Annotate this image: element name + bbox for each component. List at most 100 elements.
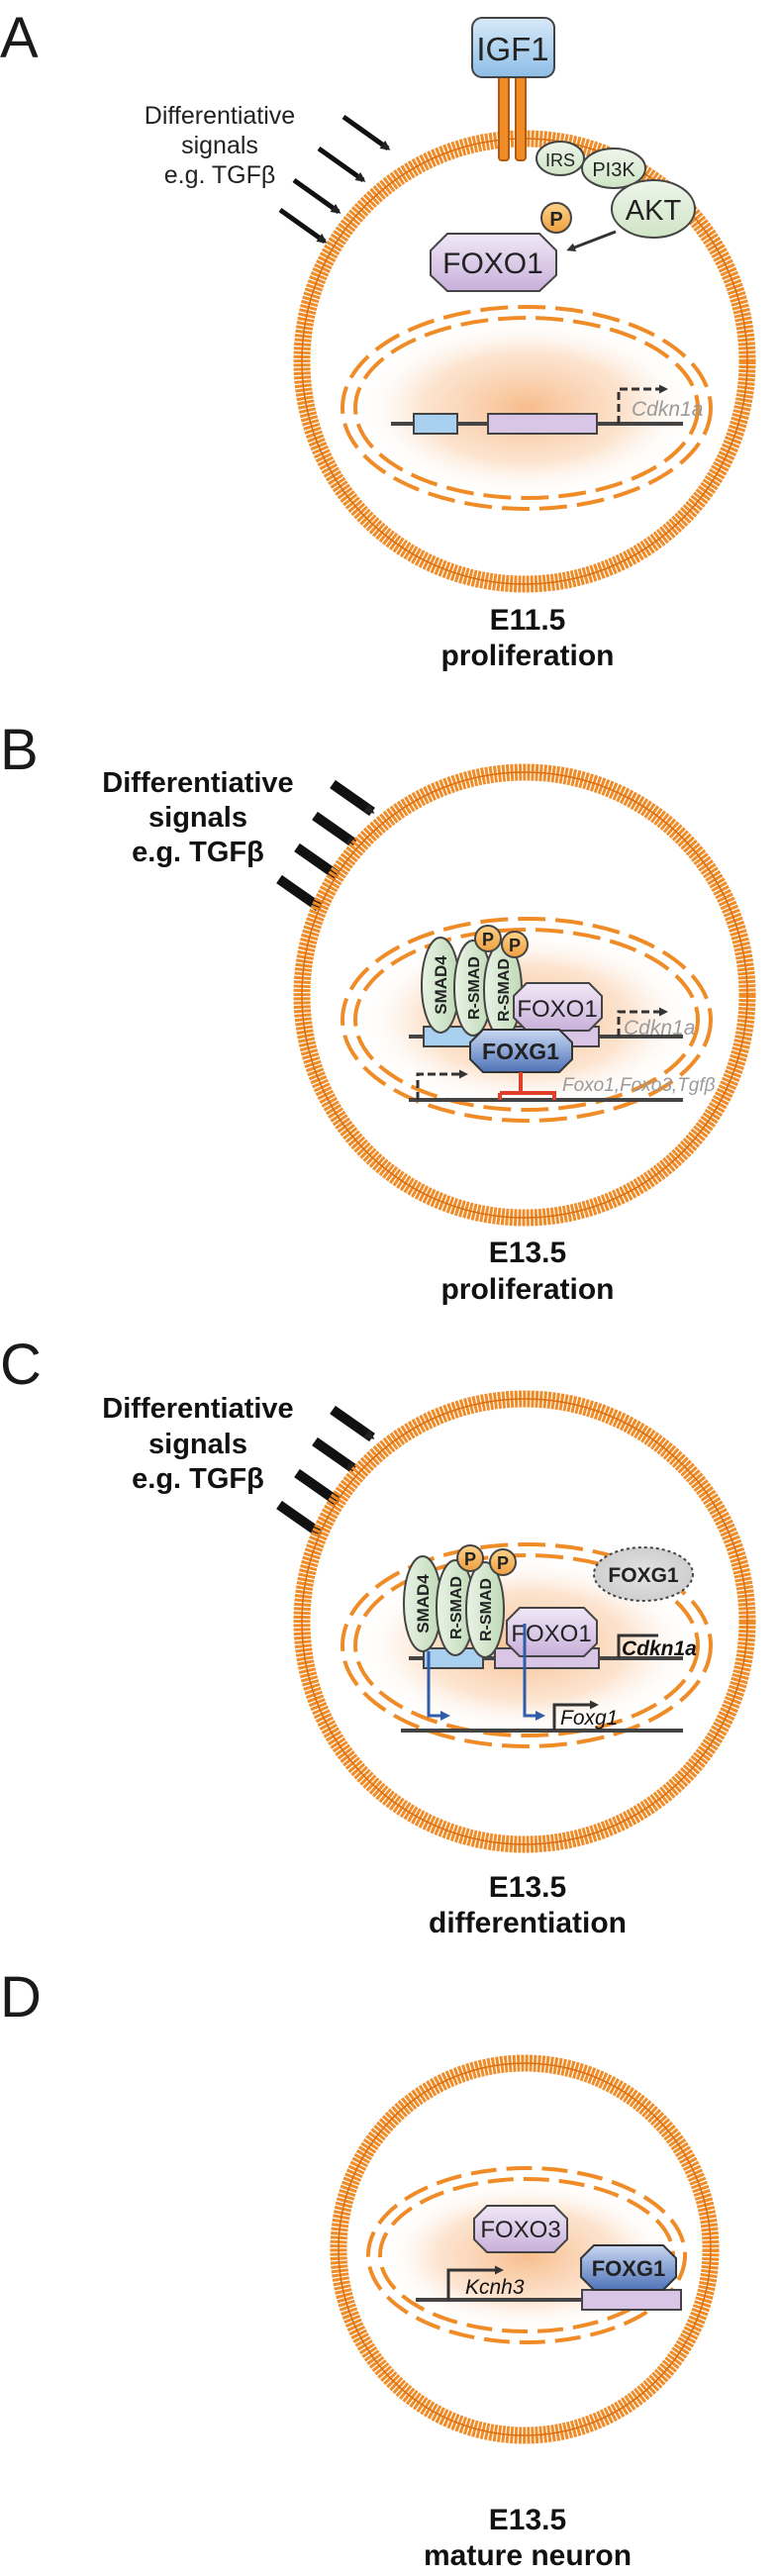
gene-label-cdkn1a-c: Cdkn1a (622, 1637, 697, 1660)
signal-arrows-a (278, 114, 391, 245)
nucleus-glow-a (353, 317, 700, 499)
svg-text:Differentiative: Differentiative (102, 767, 293, 799)
rsmad-protein-c1: R-SMAD (436, 1559, 475, 1656)
svg-text:R-SMAD: R-SMAD (478, 1578, 495, 1641)
foxg1-degraded-c: FOXG1 (593, 1546, 694, 1602)
irs-protein-a: IRS (536, 141, 585, 176)
foxo3-protein-d: FOXO3 (473, 2205, 568, 2253)
signal-label-a: Differentiative signals e.g. TGFβ (145, 102, 295, 189)
foxg1-protein-d: FOXG1 (580, 2244, 677, 2291)
svg-text:E13.5: E13.5 (489, 1237, 566, 1269)
caption-c: E13.5 differentiation (429, 1871, 627, 1939)
svg-text:proliferation: proliferation (440, 1273, 614, 1306)
svg-text:FOXG1: FOXG1 (608, 1564, 679, 1587)
svg-text:IRS: IRS (545, 150, 575, 170)
binding-site-blue-a (413, 413, 458, 435)
foxg1-protein-b: FOXG1 (469, 1029, 573, 1073)
cdkn1a-arrow-b (617, 1007, 668, 1037)
kcnh3-tss-arrow-d (446, 2265, 504, 2300)
svg-text:FOXG1: FOXG1 (482, 1039, 559, 1064)
svg-text:signals: signals (148, 1429, 247, 1460)
pi3k-protein-a: PI3K (581, 148, 646, 189)
svg-text:E13.5: E13.5 (489, 1871, 566, 1904)
svg-text:IGF1: IGF1 (476, 31, 548, 67)
svg-text:FOXO3: FOXO3 (480, 2217, 560, 2243)
svg-text:E13.5: E13.5 (489, 2504, 566, 2536)
foxo-arrow-b (416, 1069, 468, 1100)
panel-a: A Differentiative signals e.g. TGFβ IG (0, 6, 756, 672)
phospho-badge-b2: P (501, 931, 529, 958)
panel-b: B Differentiative signals e.g. TGFβ SMAD… (0, 718, 756, 1306)
panel-letter-a: A (0, 6, 39, 70)
phospho-badge-c1: P (456, 1544, 484, 1572)
smad4-protein-b: SMAD4 (421, 937, 460, 1034)
phospho-badge-b1: P (474, 925, 502, 952)
smad-activation-arrow-c (427, 1651, 450, 1721)
caption-a: E11.5 proliferation (440, 604, 614, 672)
panel-letter-d: D (0, 1965, 42, 2030)
caption-b: E13.5 proliferation (440, 1237, 614, 1306)
repression-bar-b (498, 1072, 556, 1100)
svg-text:FOXO1: FOXO1 (442, 248, 543, 280)
panel-d: D FOXO3 FOXG1 Kcnh3 E13.5 mature neuron (0, 1965, 720, 2572)
svg-text:FOXO1: FOXO1 (517, 996, 597, 1023)
svg-text:P: P (464, 1549, 476, 1569)
svg-text:differentiation: differentiation (429, 1907, 627, 1939)
signal-arrows-c (276, 1405, 375, 1537)
svg-text:P: P (482, 930, 494, 949)
svg-text:P: P (509, 936, 521, 955)
svg-text:E11.5: E11.5 (490, 604, 566, 637)
foxo1-activation-arrow-c (523, 1624, 545, 1721)
cdkn1a-arrow-c (617, 1634, 658, 1658)
gene-label-cdkn1a-b: Cdkn1a (624, 1017, 695, 1040)
panel-letter-b: B (0, 718, 39, 782)
foxg1-tss-arrow-c (552, 1700, 599, 1731)
svg-text:R-SMAD: R-SMAD (466, 956, 483, 1020)
gene-label-foxg1-c: Foxg1 (560, 1707, 618, 1730)
svg-text:mature neuron: mature neuron (424, 2539, 632, 2572)
svg-text:SMAD4: SMAD4 (432, 955, 450, 1015)
nuclear-envelope-b (353, 928, 700, 1112)
igf1-ligand-a: IGF1 (471, 17, 555, 78)
svg-text:R-SMAD: R-SMAD (496, 958, 513, 1022)
svg-text:AKT: AKT (626, 195, 682, 227)
svg-text:Differentiative: Differentiative (102, 1393, 293, 1425)
svg-text:P: P (549, 209, 562, 231)
signal-label-b: Differentiative signals e.g. TGFβ (102, 767, 293, 868)
rsmad-protein-b1: R-SMAD (453, 940, 493, 1037)
svg-text:e.g. TGFβ: e.g. TGFβ (132, 1463, 264, 1495)
gene-label-foxo-b: Foxo1,Foxo3,Tgfβ (562, 1075, 716, 1096)
svg-text:proliferation: proliferation (440, 640, 614, 672)
rsmad-protein-c2: R-SMAD (465, 1561, 505, 1658)
akt-protein-a: AKT (611, 179, 696, 239)
svg-text:SMAD4: SMAD4 (414, 1574, 433, 1634)
foxo1-protein-a: FOXO1 (430, 233, 557, 292)
foxo1-protein-b: FOXO1 (513, 982, 603, 1032)
panel-letter-c: C (0, 1333, 42, 1397)
svg-text:P: P (497, 1553, 509, 1573)
tss-arrow-a (617, 384, 668, 424)
foxo1-protein-c: FOXO1 (506, 1607, 598, 1657)
gene-label-cdkn1a-a: Cdkn1a (632, 398, 703, 421)
svg-text:signals: signals (181, 132, 258, 159)
svg-text:PI3K: PI3K (592, 159, 635, 181)
signal-label-c: Differentiative signals e.g. TGFβ (102, 1393, 293, 1495)
svg-text:Differentiative: Differentiative (145, 102, 295, 130)
nuclear-envelope-c (353, 1553, 700, 1737)
smad4-protein-c: SMAD4 (403, 1555, 442, 1652)
svg-text:e.g. TGFβ: e.g. TGFβ (164, 161, 276, 189)
binding-site-purple-a (487, 413, 598, 435)
svg-text:R-SMAD: R-SMAD (448, 1576, 465, 1639)
phospho-badge-c2: P (489, 1548, 517, 1576)
caption-d: E13.5 mature neuron (424, 2504, 632, 2572)
phospho-badge-a: P (540, 202, 572, 234)
svg-text:FOXG1: FOXG1 (592, 2256, 666, 2281)
svg-text:signals: signals (148, 802, 247, 834)
panel-c: C Differentiative signals e.g. TGFβ SMAD… (0, 1333, 756, 1939)
igf1-receptor-a (498, 70, 527, 161)
nuclear-envelope-a (353, 316, 700, 500)
svg-text:e.g. TGFβ: e.g. TGFβ (132, 837, 264, 868)
gene-label-kcnh3-d: Kcnh3 (465, 2276, 525, 2299)
akt-to-foxo1-arrow-a (566, 230, 617, 252)
